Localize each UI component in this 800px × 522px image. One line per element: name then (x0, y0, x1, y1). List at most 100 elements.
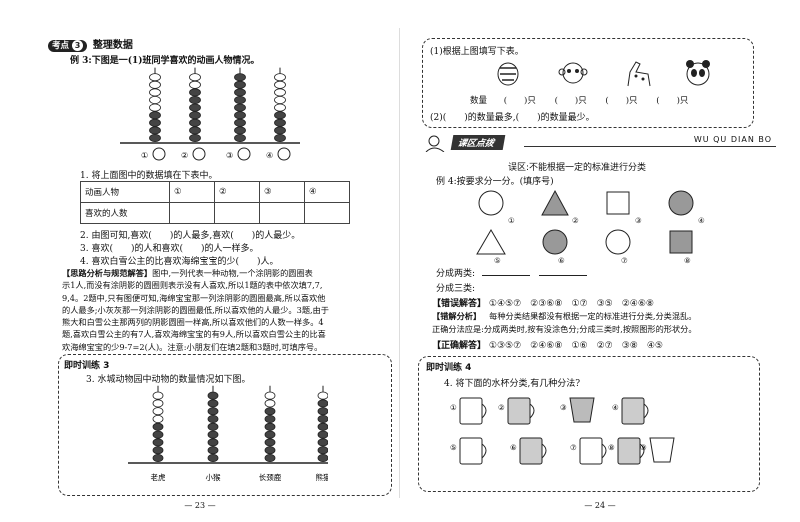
table-row2-label: 喜欢的人数 (80, 202, 170, 224)
bead-filled (152, 422, 164, 431)
shape-label-8: ⑧ (684, 256, 691, 265)
bead-empty (274, 73, 286, 82)
bead-empty (189, 73, 201, 82)
bead-filled (189, 134, 201, 143)
animal-icons (497, 60, 710, 87)
cup-label-8: ⑧ (608, 443, 615, 452)
qty-cell[interactable]: ( )只 (554, 96, 587, 106)
bead-filled (207, 446, 219, 455)
bead-empty (264, 391, 276, 400)
top-box (422, 38, 754, 128)
bead-filled (207, 407, 219, 416)
bead-filled (264, 430, 276, 439)
top-q1: (1)根据上图填写下表。 (430, 47, 524, 57)
bead-filled (264, 407, 276, 416)
gutter (399, 28, 400, 498)
table-cell[interactable] (214, 202, 260, 224)
shape-label-2: ② (572, 216, 579, 225)
table-col-3: ③ (259, 181, 305, 203)
bead-filled (189, 88, 201, 97)
table-cell[interactable] (304, 202, 350, 224)
bead-empty (274, 88, 286, 97)
shape-8-square-filled (669, 230, 693, 254)
animal-row (488, 58, 728, 88)
bead-filled (152, 454, 164, 463)
cup-icon-6 (519, 437, 547, 465)
analysis-label: 【思路分析与规范解答】 (62, 268, 153, 278)
classify-two: 分成两类: (436, 266, 587, 279)
bead-filled (317, 454, 328, 462)
answer-blank[interactable] (481, 275, 530, 276)
table-cell[interactable] (259, 202, 305, 224)
table-cell[interactable] (169, 202, 215, 224)
bead-filled (189, 118, 201, 127)
bead-filled (234, 111, 246, 120)
giraffe-icon (627, 61, 651, 87)
bead-filled (274, 126, 286, 135)
bead-empty (189, 80, 201, 89)
character-icon (152, 147, 166, 161)
qty-cell[interactable]: ( )只 (656, 96, 689, 106)
chart2-label-2: 小猴 (206, 473, 221, 482)
shape-label-6: ⑥ (558, 256, 565, 265)
chart1-label-1: ① (141, 151, 148, 160)
bead-filled (149, 111, 161, 120)
shape-6-circle-filled (542, 229, 568, 255)
right-page: (1)根据上图填写下表。 数量 ( )只 (400, 0, 800, 522)
cup-label-7: ⑦ (570, 443, 577, 452)
bead-filled (234, 134, 246, 143)
cup-icon-8 (617, 437, 645, 465)
analysis-block: 【思路分析与规范解答】图中,一列代表一种动物,一个涂阴影的圆圈表 示1人,而没有… (62, 268, 329, 352)
practice-3-box (58, 354, 392, 496)
shape-2-triangle-filled (541, 189, 569, 216)
chart1-label-4: ④ (266, 151, 273, 160)
shape-label-7: ⑦ (621, 256, 628, 265)
cup-label-2: ② (498, 403, 505, 412)
question-2: 2. 由图可知,喜欢( )的人最多,喜欢( )的人最少。 (80, 231, 301, 241)
bead-empty (149, 103, 161, 112)
wrong-answer: 【错误解答】 ①④⑤⑦ ②③⑥⑧ ①⑦ ③⑤ ②④⑥⑧ (432, 299, 654, 309)
cup-icon-9 (649, 437, 675, 463)
bead-filled (189, 103, 201, 112)
cup-icon-4 (621, 397, 649, 425)
bead-filled (207, 422, 219, 431)
bead-empty (152, 415, 164, 424)
cup-label-3: ③ (560, 403, 567, 412)
shape-4-circle-filled (668, 190, 694, 216)
shape-1-circle-empty (478, 190, 504, 216)
shape-5-triangle-empty (476, 229, 506, 255)
bead-filled (317, 399, 328, 408)
question-3: 3. 喜欢( )的人和喜欢( )的人一样多。 (80, 244, 259, 254)
bead-filled (189, 111, 201, 120)
shape-label-5: ⑤ (494, 256, 501, 265)
qty-cell[interactable]: ( )只 (503, 96, 536, 106)
monkey-icon (558, 62, 588, 84)
bead-empty (274, 103, 286, 112)
table-col-4: ④ (304, 181, 350, 203)
cup-icon-3 (569, 397, 595, 423)
bead-empty (149, 96, 161, 105)
page-number-left: — 23 — (184, 501, 216, 510)
bead-filled (317, 407, 328, 416)
bead-filled (317, 422, 328, 431)
chart1-label-3: ③ (226, 151, 233, 160)
cup-label-9: ⑨ (640, 443, 647, 452)
qty-cell[interactable]: ( )只 (605, 96, 638, 106)
bead-filled (317, 430, 328, 439)
bead-empty (264, 399, 276, 408)
question-1: 1. 将上面图中的数据填在下表中。 (80, 171, 218, 181)
bead-filled (274, 111, 286, 120)
shape-7-circle-empty (605, 229, 631, 255)
cup-label-5: ⑤ (450, 443, 457, 452)
banner-pinyin: WU QU DIAN BO (693, 135, 772, 144)
answer-blank[interactable] (538, 275, 587, 276)
chart2-label-1: 老虎 (151, 472, 166, 482)
bead-filled (317, 438, 328, 447)
bead-empty (149, 80, 161, 89)
bead-filled (207, 438, 219, 447)
cup-label-1: ① (450, 403, 457, 412)
bead-filled (234, 80, 246, 89)
bead-empty (149, 88, 161, 97)
